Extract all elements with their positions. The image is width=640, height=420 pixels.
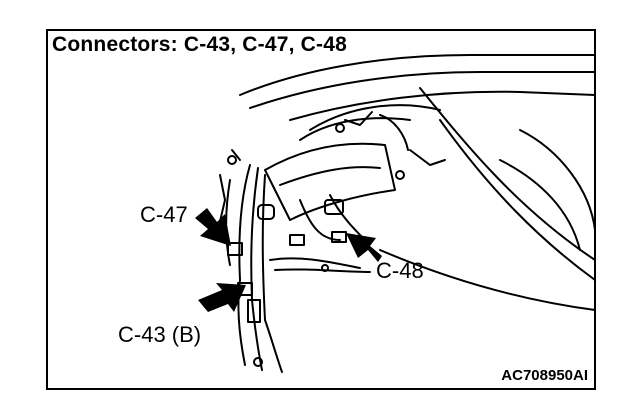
arrow-c47 [195, 208, 231, 246]
figure-frame [46, 29, 596, 390]
arrow-c48 [346, 233, 382, 262]
label-c47: C-47 [140, 202, 188, 227]
arrow-c43b [198, 283, 246, 312]
label-c43b: C-43 (B) [118, 322, 202, 347]
label-c48: C-48 [376, 258, 424, 283]
figure-code: AC708950AI [501, 367, 588, 384]
figure-title: Connectors: C-43, C-47, C-48 [52, 33, 347, 56]
